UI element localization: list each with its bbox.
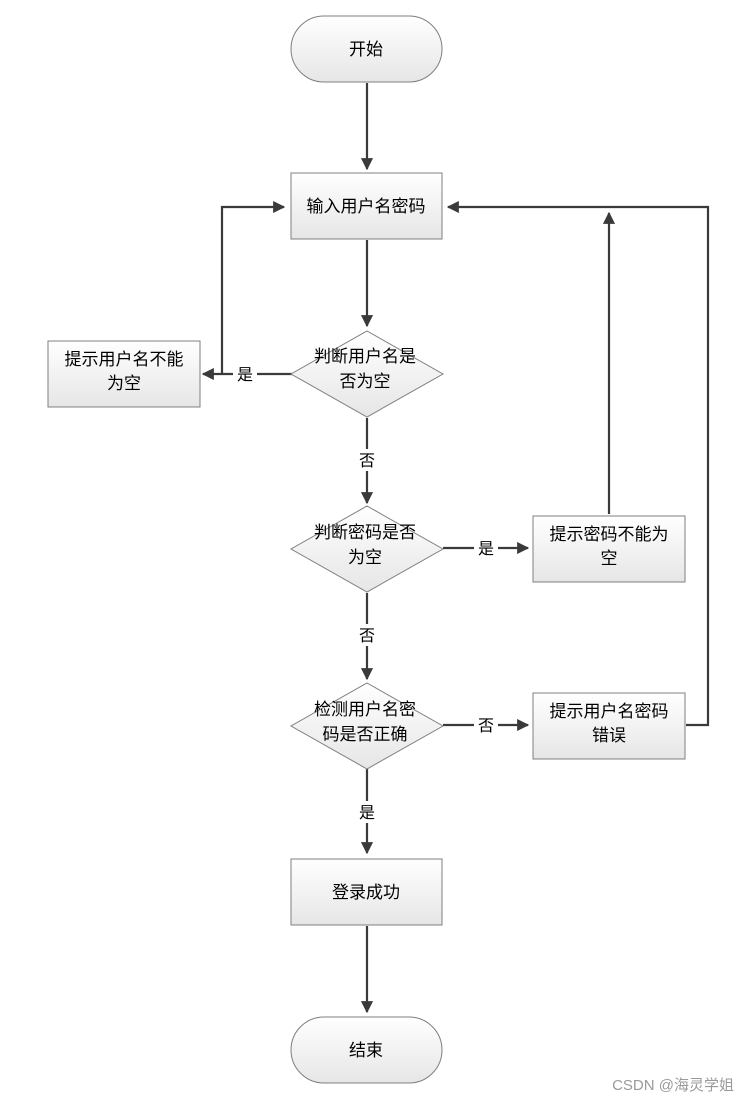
node-check-username: 判断用户名是 否为空 bbox=[289, 330, 445, 418]
node-check-password-line2: 为空 bbox=[348, 548, 382, 568]
node-check-password-line1: 判断密码是否 bbox=[314, 523, 416, 543]
node-success: 登录成功 bbox=[290, 858, 443, 926]
node-start: 开始 bbox=[290, 15, 443, 83]
node-check-password: 判断密码是否 为空 bbox=[289, 505, 445, 593]
node-prompt-username-empty: 提示用户名不能 为空 bbox=[47, 340, 201, 408]
node-prompt-wrong-line1: 提示用户名密码 bbox=[550, 702, 669, 722]
node-verify-line1: 检测用户名密 bbox=[314, 700, 416, 720]
node-success-label: 登录成功 bbox=[332, 883, 400, 903]
node-check-username-line1: 判断用户名是 bbox=[314, 347, 416, 367]
node-prompt-password-empty-line2: 空 bbox=[601, 549, 618, 569]
edge-label-username-empty-no: 否 bbox=[359, 451, 375, 470]
node-end-label: 结束 bbox=[349, 1041, 383, 1061]
node-prompt-wrong-line2: 错误 bbox=[592, 726, 626, 746]
node-prompt-password-empty: 提示密码不能为 空 bbox=[532, 515, 686, 583]
node-end: 结束 bbox=[290, 1016, 443, 1084]
edge-loop-to-input-left bbox=[220, 200, 286, 374]
node-prompt-password-empty-line1: 提示密码不能为 bbox=[550, 525, 669, 545]
edge-labels: 是 否 是 否 否 是 bbox=[233, 363, 498, 823]
edge-label-password-empty-no: 否 bbox=[359, 626, 375, 645]
node-verify-line2: 码是否正确 bbox=[323, 725, 408, 745]
edge-label-verify-yes: 是 bbox=[359, 803, 375, 822]
node-input: 输入用户名密码 bbox=[290, 172, 443, 240]
edge-label-username-empty-yes: 是 bbox=[237, 365, 253, 384]
watermark: CSDN @海灵学姐 bbox=[612, 1077, 734, 1094]
node-start-label: 开始 bbox=[349, 40, 383, 60]
edge-wrong-to-input bbox=[446, 200, 710, 727]
node-prompt-wrong: 提示用户名密码 错误 bbox=[532, 692, 686, 760]
edge-label-password-empty-yes: 是 bbox=[478, 539, 494, 558]
node-input-label: 输入用户名密码 bbox=[307, 197, 426, 217]
node-prompt-username-empty-line2: 为空 bbox=[107, 374, 141, 394]
edge-label-verify-no: 否 bbox=[478, 716, 494, 735]
node-prompt-username-empty-line1: 提示用户名不能 bbox=[65, 350, 184, 370]
node-check-username-line2: 否为空 bbox=[340, 372, 391, 392]
node-verify: 检测用户名密 码是否正确 bbox=[289, 682, 445, 770]
